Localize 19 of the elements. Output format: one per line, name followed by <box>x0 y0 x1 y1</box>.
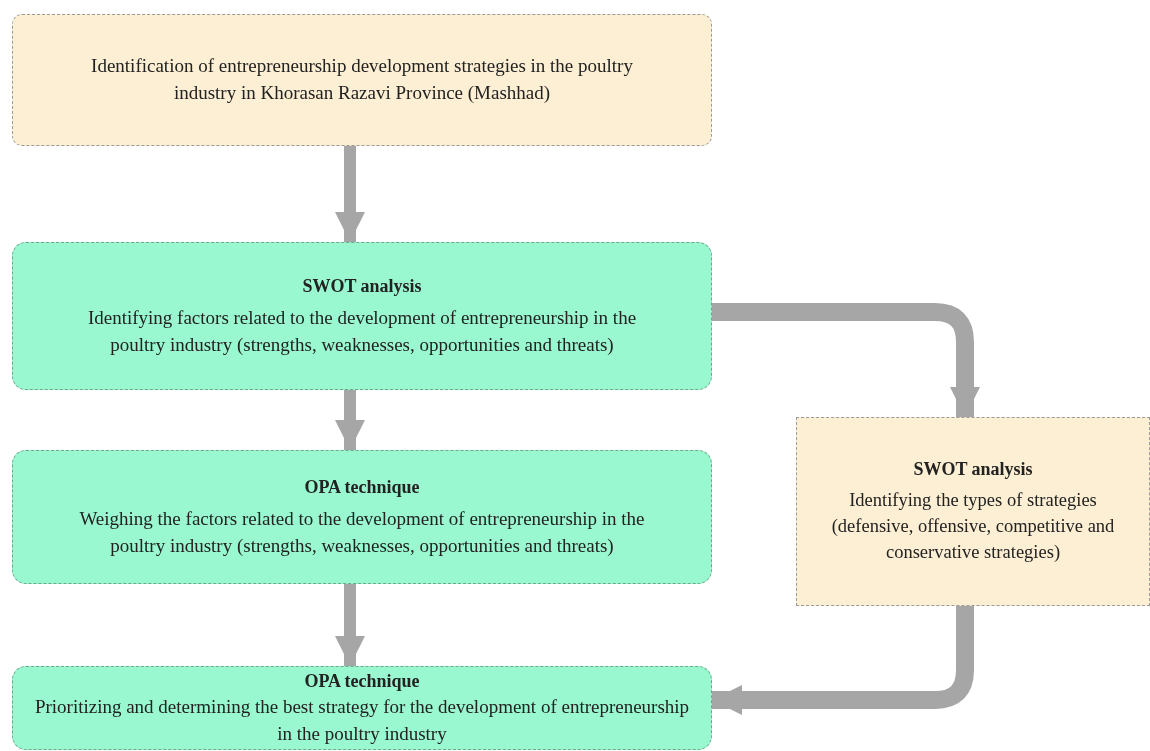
process-box <box>12 450 712 584</box>
box-text: Identifying the types of strategies (defensive, offensive, competitive and conservative strategies) <box>830 489 1116 565</box>
arrow <box>335 390 365 450</box>
box-heading: SWOT analysis <box>913 458 1033 482</box>
box-text: Prioritizing and determining the best strategy for the development of entrepreneurship in the poultry industry <box>33 695 691 746</box>
box-text: Identification of entrepreneurship development strategies in the poultry industry in Khorasan Razavi Province (Mashhad) <box>90 54 634 105</box>
box-text: Identifying factors related to the development of entrepreneurship in the poultry industry (strengths, weaknesses, opportunities and threats) <box>86 306 638 357</box>
box-text: Weighing the factors related to the development of entrepreneurship in the poultry industry (strengths, weaknesses, opportunities and threats) <box>78 507 646 558</box>
box-heading: OPA technique <box>304 475 420 499</box>
arrow <box>335 146 365 242</box>
process-box <box>12 242 712 390</box>
arrow <box>712 303 980 417</box>
start-box <box>12 14 712 146</box>
box-heading: SWOT analysis <box>302 274 422 298</box>
process-box <box>796 417 1150 606</box>
process-box <box>12 666 712 750</box>
arrow <box>335 584 365 666</box>
arrow <box>712 606 974 715</box>
box-heading: OPA technique <box>304 669 420 693</box>
